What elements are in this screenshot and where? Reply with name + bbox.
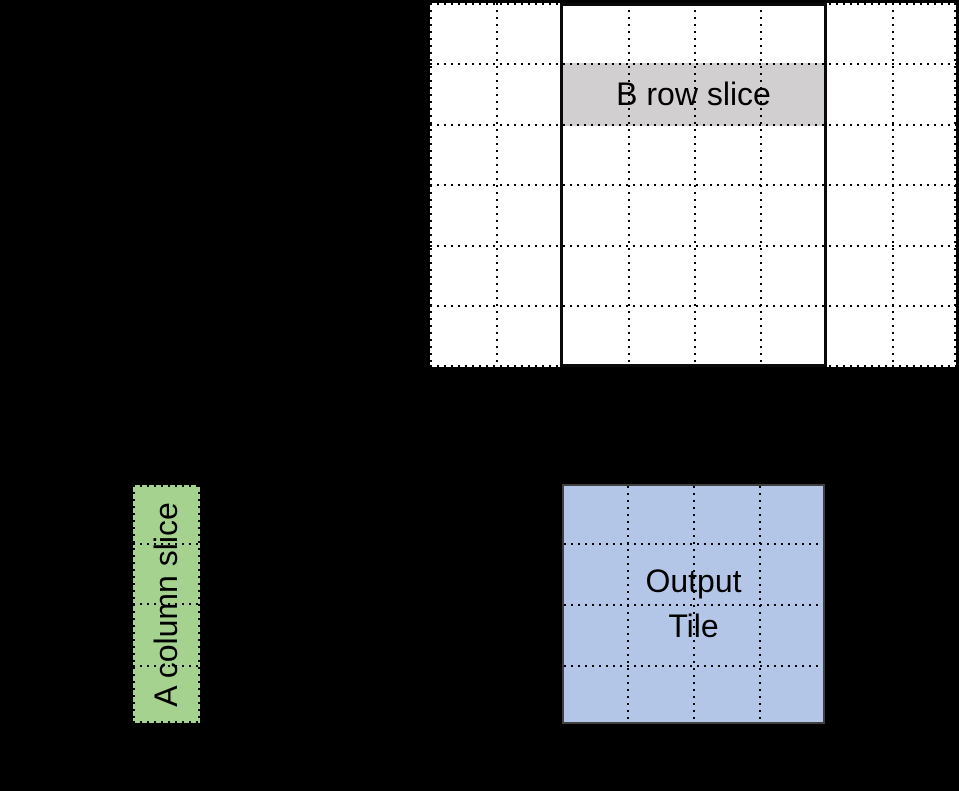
b-row-slice-label: B row slice [616, 76, 771, 112]
grid-line [430, 63, 956, 65]
output-tile: Output Tile [562, 484, 825, 724]
grid-line [564, 604, 823, 606]
grid-line [133, 665, 200, 667]
grid-line [694, 3, 696, 367]
grid-line [430, 3, 432, 367]
grid-line [133, 485, 200, 487]
grid-line [496, 3, 498, 367]
grid-line [760, 3, 762, 367]
grid-line [430, 245, 956, 247]
grid-line [564, 543, 823, 545]
grid-line [133, 603, 200, 605]
grid-line [133, 721, 200, 723]
grid-line [430, 3, 956, 5]
grid-line [430, 305, 956, 307]
grid-line [892, 3, 894, 367]
matrix-b-grid: B row slice [430, 3, 956, 367]
b-row-slice-band: B row slice [562, 63, 825, 126]
grid-line [954, 3, 956, 367]
grid-line [430, 365, 956, 367]
a-column-slice-label: A column slice [148, 501, 184, 707]
grid-line [430, 184, 956, 186]
a-column-slice: A column slice [133, 485, 200, 723]
grid-line [430, 124, 956, 126]
output-tile-label-line2: Tile [668, 608, 719, 644]
grid-line [628, 3, 630, 367]
output-tile-label-line1: Output [645, 563, 742, 599]
grid-line [564, 665, 823, 667]
grid-line [133, 543, 200, 545]
